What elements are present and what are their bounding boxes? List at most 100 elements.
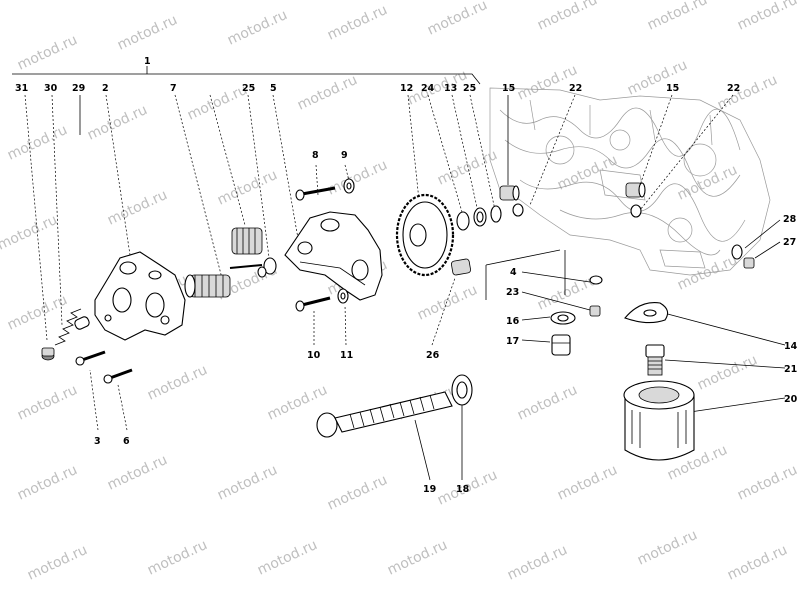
callout-27: 27: [783, 237, 796, 248]
callout-14: 14: [784, 341, 798, 352]
watermark: motod.ru: [15, 32, 80, 74]
callout-18: 18: [456, 484, 470, 495]
callout-29: 29: [72, 83, 85, 94]
engine-block-sketch: [489, 87, 771, 276]
callout-22: 22: [569, 83, 582, 94]
plug-17: [551, 334, 571, 356]
callout-31: 31: [15, 83, 28, 94]
callout-23: 23: [506, 287, 519, 298]
nipple-21: [645, 344, 665, 376]
watermark: motod.ru: [255, 537, 320, 579]
washer-11: [337, 288, 349, 304]
gasket-14: [624, 302, 669, 324]
watermark: motod.ru: [85, 102, 150, 144]
watermark: motod.ru: [325, 2, 390, 44]
callout-6: 6: [123, 436, 130, 447]
pump-gear-12: [395, 193, 455, 277]
watermark: motod.ru: [385, 537, 450, 579]
seal-18: [451, 374, 473, 406]
watermark: motod.ru: [625, 57, 690, 99]
group-bracket-1: [12, 66, 481, 85]
callout-8: 8: [312, 150, 319, 161]
washer-24: [456, 211, 470, 231]
watermark: motod.ru: [225, 7, 290, 49]
watermark: motod.ru: [25, 542, 90, 584]
callout-13: 13: [444, 83, 457, 94]
watermark: motod.ru: [105, 452, 170, 494]
watermark: motod.ru: [515, 382, 580, 424]
callout-25: 25: [463, 83, 476, 94]
pressure-relief-plug: [41, 347, 55, 361]
bushing-15-right: [625, 182, 646, 198]
oring-22-left: [512, 203, 524, 217]
callout-10: 10: [307, 350, 321, 361]
watermark: motod.ru: [555, 152, 620, 194]
callout-4: 4: [510, 267, 517, 278]
watermark: motod.ru: [5, 292, 70, 334]
callout-19: 19: [423, 484, 436, 495]
washer-4: [589, 275, 603, 285]
screw-6: [103, 368, 133, 384]
callout-1: 1: [144, 56, 151, 67]
watermark: motod.ru: [145, 537, 210, 579]
washer-16: [550, 311, 576, 325]
leader-lines: [24, 94, 786, 481]
callout-17: 17: [506, 336, 519, 347]
watermark: motod.ru: [5, 122, 70, 164]
callout-28: 28: [783, 214, 797, 225]
drive-gear-shaft: [229, 227, 277, 278]
watermark: motod.ru: [535, 0, 600, 34]
callout-16: 16: [506, 316, 520, 327]
callout-5: 5: [270, 83, 277, 94]
watermark: motod.ru: [715, 72, 780, 114]
callout-3: 3: [94, 436, 101, 447]
watermark: motod.ru: [295, 72, 360, 114]
pump-body: [284, 211, 383, 301]
watermark: motod.ru: [555, 462, 620, 504]
washer-9: [343, 178, 355, 194]
watermark: motod.ru: [15, 462, 80, 504]
watermark: motod.ru: [635, 527, 700, 569]
driven-gear-7: [184, 274, 231, 298]
watermark: motod.ru: [415, 282, 480, 324]
callout-2: 2: [102, 83, 109, 94]
bolt-8: [295, 186, 336, 201]
oil-strainer-19: [316, 391, 453, 438]
watermark: motod.ru: [15, 382, 80, 424]
callout-labels: 1 31 30 29 2 7 25 5 8 9 12 24 13 25 15 2…: [15, 56, 798, 495]
oring-22-right: [630, 204, 642, 218]
watermark: motod.ru: [735, 462, 798, 504]
relief-plunger: [74, 316, 90, 330]
watermark: motod.ru: [215, 462, 280, 504]
relief-spring: [54, 308, 82, 346]
watermark: motod.ru: [325, 472, 390, 514]
bushing-15-left: [499, 185, 520, 201]
callout-20: 20: [784, 394, 798, 405]
callout-25: 25: [242, 83, 255, 94]
watermark: motod.ru: [645, 0, 710, 34]
callout-15: 15: [502, 83, 515, 94]
callout-15: 15: [666, 83, 679, 94]
watermark: motod.ru: [215, 167, 280, 209]
callout-12: 12: [400, 83, 413, 94]
callout-22: 22: [727, 83, 740, 94]
watermark: motod.ru: [145, 362, 210, 404]
callout-30: 30: [44, 83, 58, 94]
callout-21: 21: [784, 364, 797, 375]
pump-cover-housing: [94, 251, 186, 341]
watermark: motod.ru: [675, 162, 740, 204]
callout-7: 7: [170, 83, 177, 94]
bolt-10: [295, 296, 331, 312]
watermark: motod.ru: [325, 157, 390, 199]
watermark: motod.ru: [105, 187, 170, 229]
callout-9: 9: [341, 150, 348, 161]
watermark: motod.ru: [0, 212, 60, 254]
callout-11: 11: [340, 350, 353, 361]
ring-25: [490, 205, 502, 223]
watermark: motod.ru: [425, 0, 490, 39]
watermark: motod.ru: [115, 12, 180, 54]
plug-23: [589, 305, 601, 317]
callout-24: 24: [421, 83, 435, 94]
